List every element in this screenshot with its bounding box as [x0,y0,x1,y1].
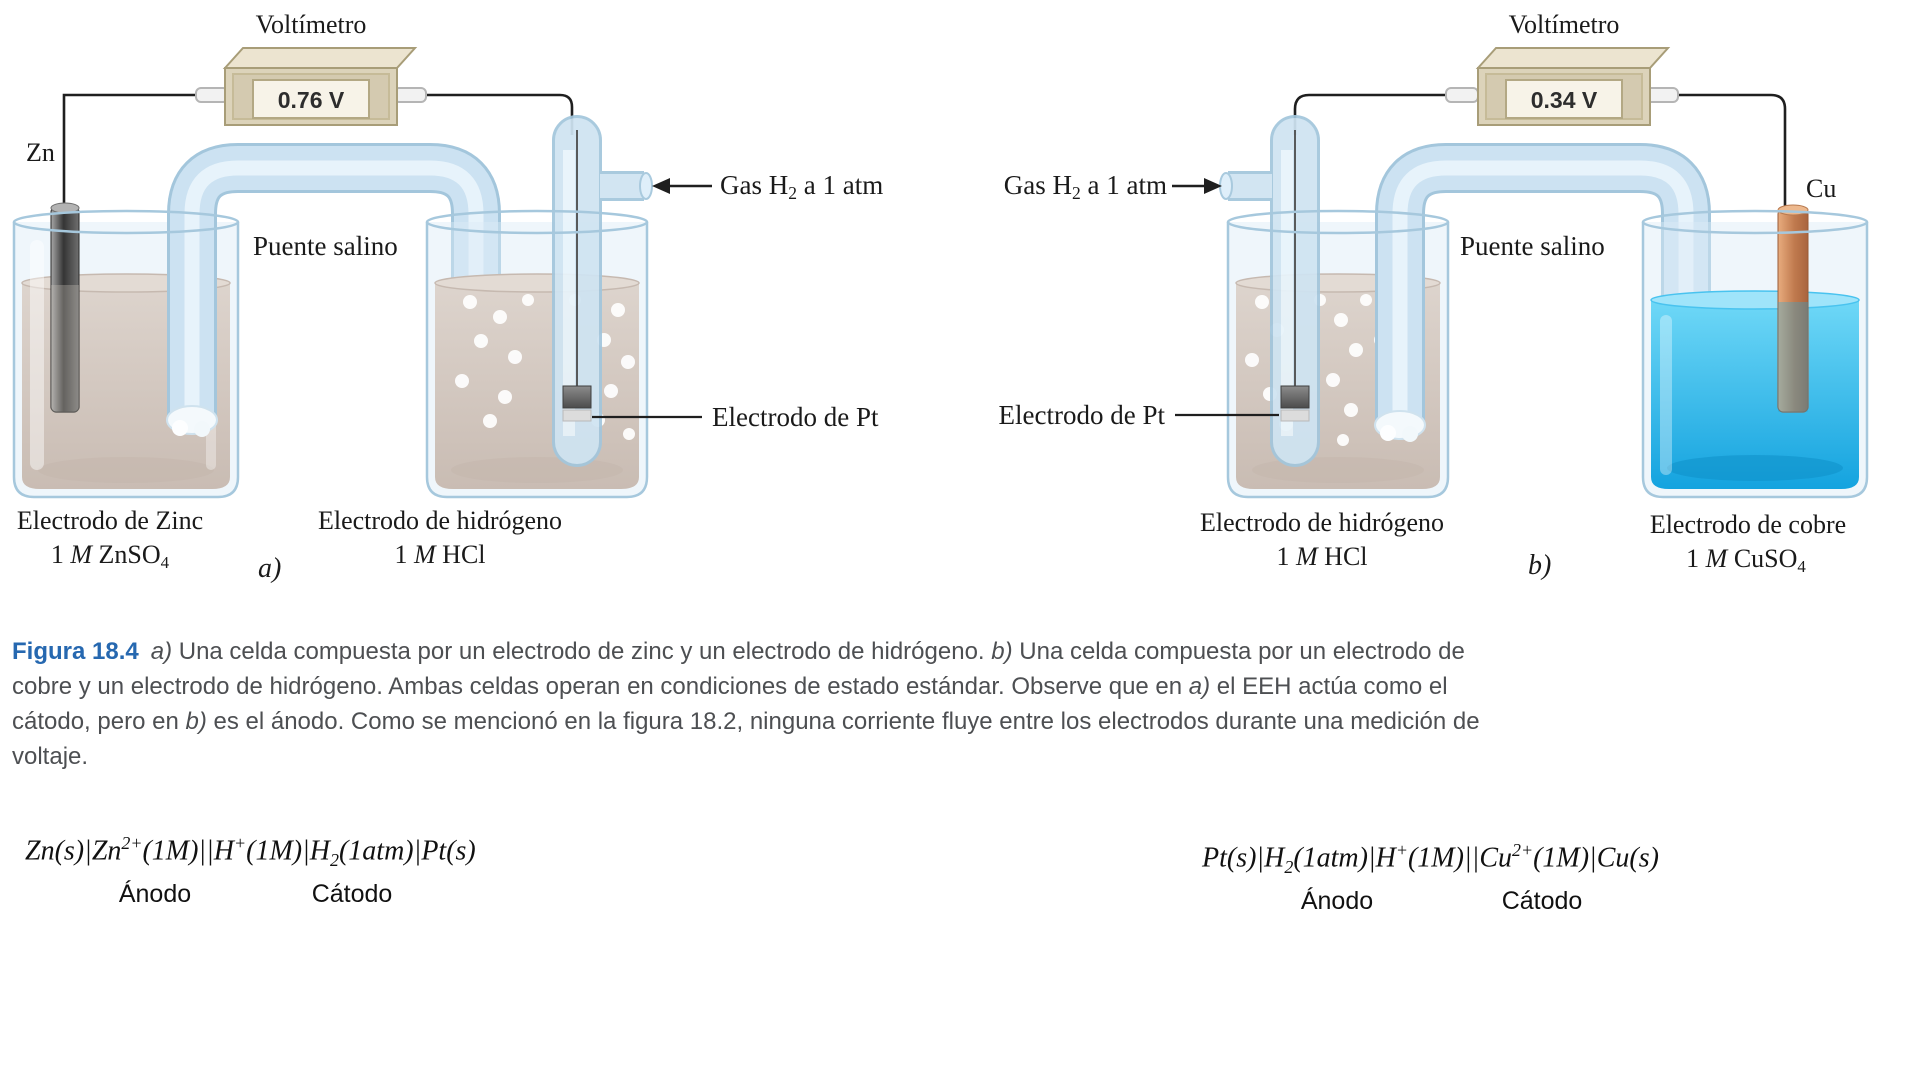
pt-electrode-label-b: Electrodo de Pt [998,400,1165,430]
copper-rod-label: Cu [1806,174,1837,203]
cathode-label-b: Cátodo [1501,887,1583,915]
figure-number: Figura 18.4 [12,638,139,665]
zinc-electrode-rod [50,202,80,413]
gas-inlet-opening-a [639,172,653,200]
salt-bridge-b [1374,143,1712,442]
hydrogen-beaker-solution-a: 1 M HCl [394,540,486,569]
beaker-hydrogen-a [427,222,647,497]
zinc-rod-label: Zn [26,138,55,167]
copper-beaker-solution: 1 M CuSO4 [1686,544,1806,576]
gas-h2-label-b: Gas H2 a 1 atm [1003,170,1167,203]
copper-beaker-name: Electrodo de cobre [1649,510,1847,539]
beaker-outline-a [12,209,649,499]
voltmeter-label-a: Voltímetro [255,10,367,39]
gas-arrow-b [1172,178,1222,194]
wire-hydrogen-to-voltmeter-b [1293,93,1448,135]
pt-electrode-b [1280,130,1310,422]
salt-bridge-frit-left [166,405,218,437]
apparatus-diagram [12,47,1869,499]
zinc-beaker-name: Electrodo de Zinc [16,506,204,535]
gas-arrow-a [652,178,712,194]
pt-electrode-label-a: Electrodo de Pt [712,402,879,432]
wire-zinc-to-voltmeter [62,93,198,206]
hydrogen-beaker-name-b: Electrodo de hidrógeno [1199,508,1445,537]
beaker-outline-b [1226,209,1869,499]
pt-electrode-a [562,130,592,422]
beaker-copper [1643,222,1867,497]
voltmeter-label-b: Voltímetro [1508,10,1620,39]
gas-h2-label-a: Gas H2 a 1 atm [720,170,884,203]
panel-letter-b: b) [1528,550,1552,581]
wire-voltmeter-to-copper [1676,93,1787,209]
panel-letter-a: a) [258,553,282,584]
voltmeter-a [195,47,427,126]
salt-bridge-label-a: Puente salino [253,231,398,261]
hydrogen-beaker-name-a: Electrodo de hidrógeno [317,506,563,535]
zinc-beaker-solution: 1 M ZnSO4 [50,540,170,572]
voltmeter-b [1445,47,1679,126]
cell-notation-b: Pt(s)|H2(1atm)|H+(1M)||Cu2+(1M)|Cu(s) [1202,840,1659,877]
wire-voltmeter-to-hydrogen-a [424,93,574,135]
voltmeter-reading-a: 0.76 V [277,87,345,113]
salt-bridge-frit-left-b [1374,410,1426,442]
anode-label-b: Ánodo [1300,887,1374,915]
salt-bridge-label-b: Puente salino [1460,231,1605,261]
cell-notation-a: Zn(s)|Zn2+(1M)||H+(1M)|H2(1atm)|Pt(s) [25,833,476,870]
hydrogen-beaker-solution-b: 1 M HCl [1276,542,1368,571]
cathode-label-a: Cátodo [311,880,393,908]
anode-label-a: Ánodo [118,880,192,908]
voltmeter-reading-b: 0.34 V [1530,87,1598,113]
copper-electrode-rod [1777,204,1809,413]
